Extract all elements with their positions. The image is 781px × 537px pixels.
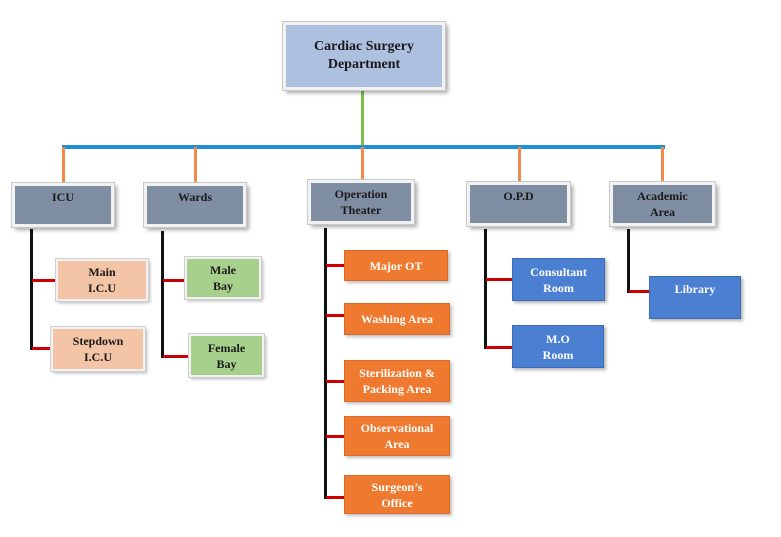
icu-branch-spine — [30, 229, 33, 350]
drop-line-theater — [361, 147, 364, 180]
root-node: Cardiac Surgery Department — [283, 22, 445, 90]
theater-branch-tick — [326, 496, 344, 499]
node-library: Library — [649, 276, 741, 319]
head-academic-area: Academic Area — [610, 182, 715, 226]
theater-branch-spine — [324, 228, 327, 499]
theater-branch-tick — [326, 380, 344, 383]
head-wards: Wards — [144, 183, 246, 227]
icu-branch-tick — [32, 279, 56, 282]
opd-branch-tick — [486, 278, 512, 281]
node-major-ot: Major OT — [344, 250, 448, 281]
drop-line-opd — [518, 147, 521, 182]
icu-branch-tick — [32, 347, 52, 350]
node-consultant-room: Consultant Room — [512, 258, 605, 301]
node-female-bay: Female Bay — [189, 334, 264, 377]
node-washing-area: Washing Area — [344, 303, 450, 335]
node-male-bay: Male Bay — [185, 257, 261, 299]
node-main-icu: Main I.C.U — [56, 259, 148, 301]
theater-branch-tick — [326, 435, 344, 438]
node-surgeons-office: Surgeon’s Office — [344, 475, 450, 514]
head-operation-theater: Operation Theater — [308, 180, 414, 224]
drop-line-wards — [194, 147, 197, 184]
academic-branch-spine — [627, 229, 630, 293]
node-sterilization-packing-area: Sterilization & Packing Area — [344, 360, 450, 402]
drop-line-icu — [62, 147, 65, 184]
node-observational-area: Observational Area — [344, 416, 450, 456]
wards-branch-tick — [163, 279, 185, 282]
opd-branch-tick — [486, 346, 512, 349]
node-stepdown-icu: Stepdown I.C.U — [51, 327, 145, 371]
opd-branch-spine — [484, 229, 487, 349]
node-mo-room: M.O Room — [512, 325, 604, 368]
head-icu: ICU — [12, 183, 114, 227]
wards-branch-tick — [163, 355, 189, 358]
theater-branch-tick — [326, 264, 344, 267]
wards-branch-spine — [161, 231, 164, 358]
root-connector — [361, 90, 364, 147]
head-opd: O.P.D — [467, 182, 570, 226]
academic-branch-tick — [629, 290, 649, 293]
drop-line-academic — [661, 147, 664, 182]
theater-branch-tick — [326, 314, 344, 317]
